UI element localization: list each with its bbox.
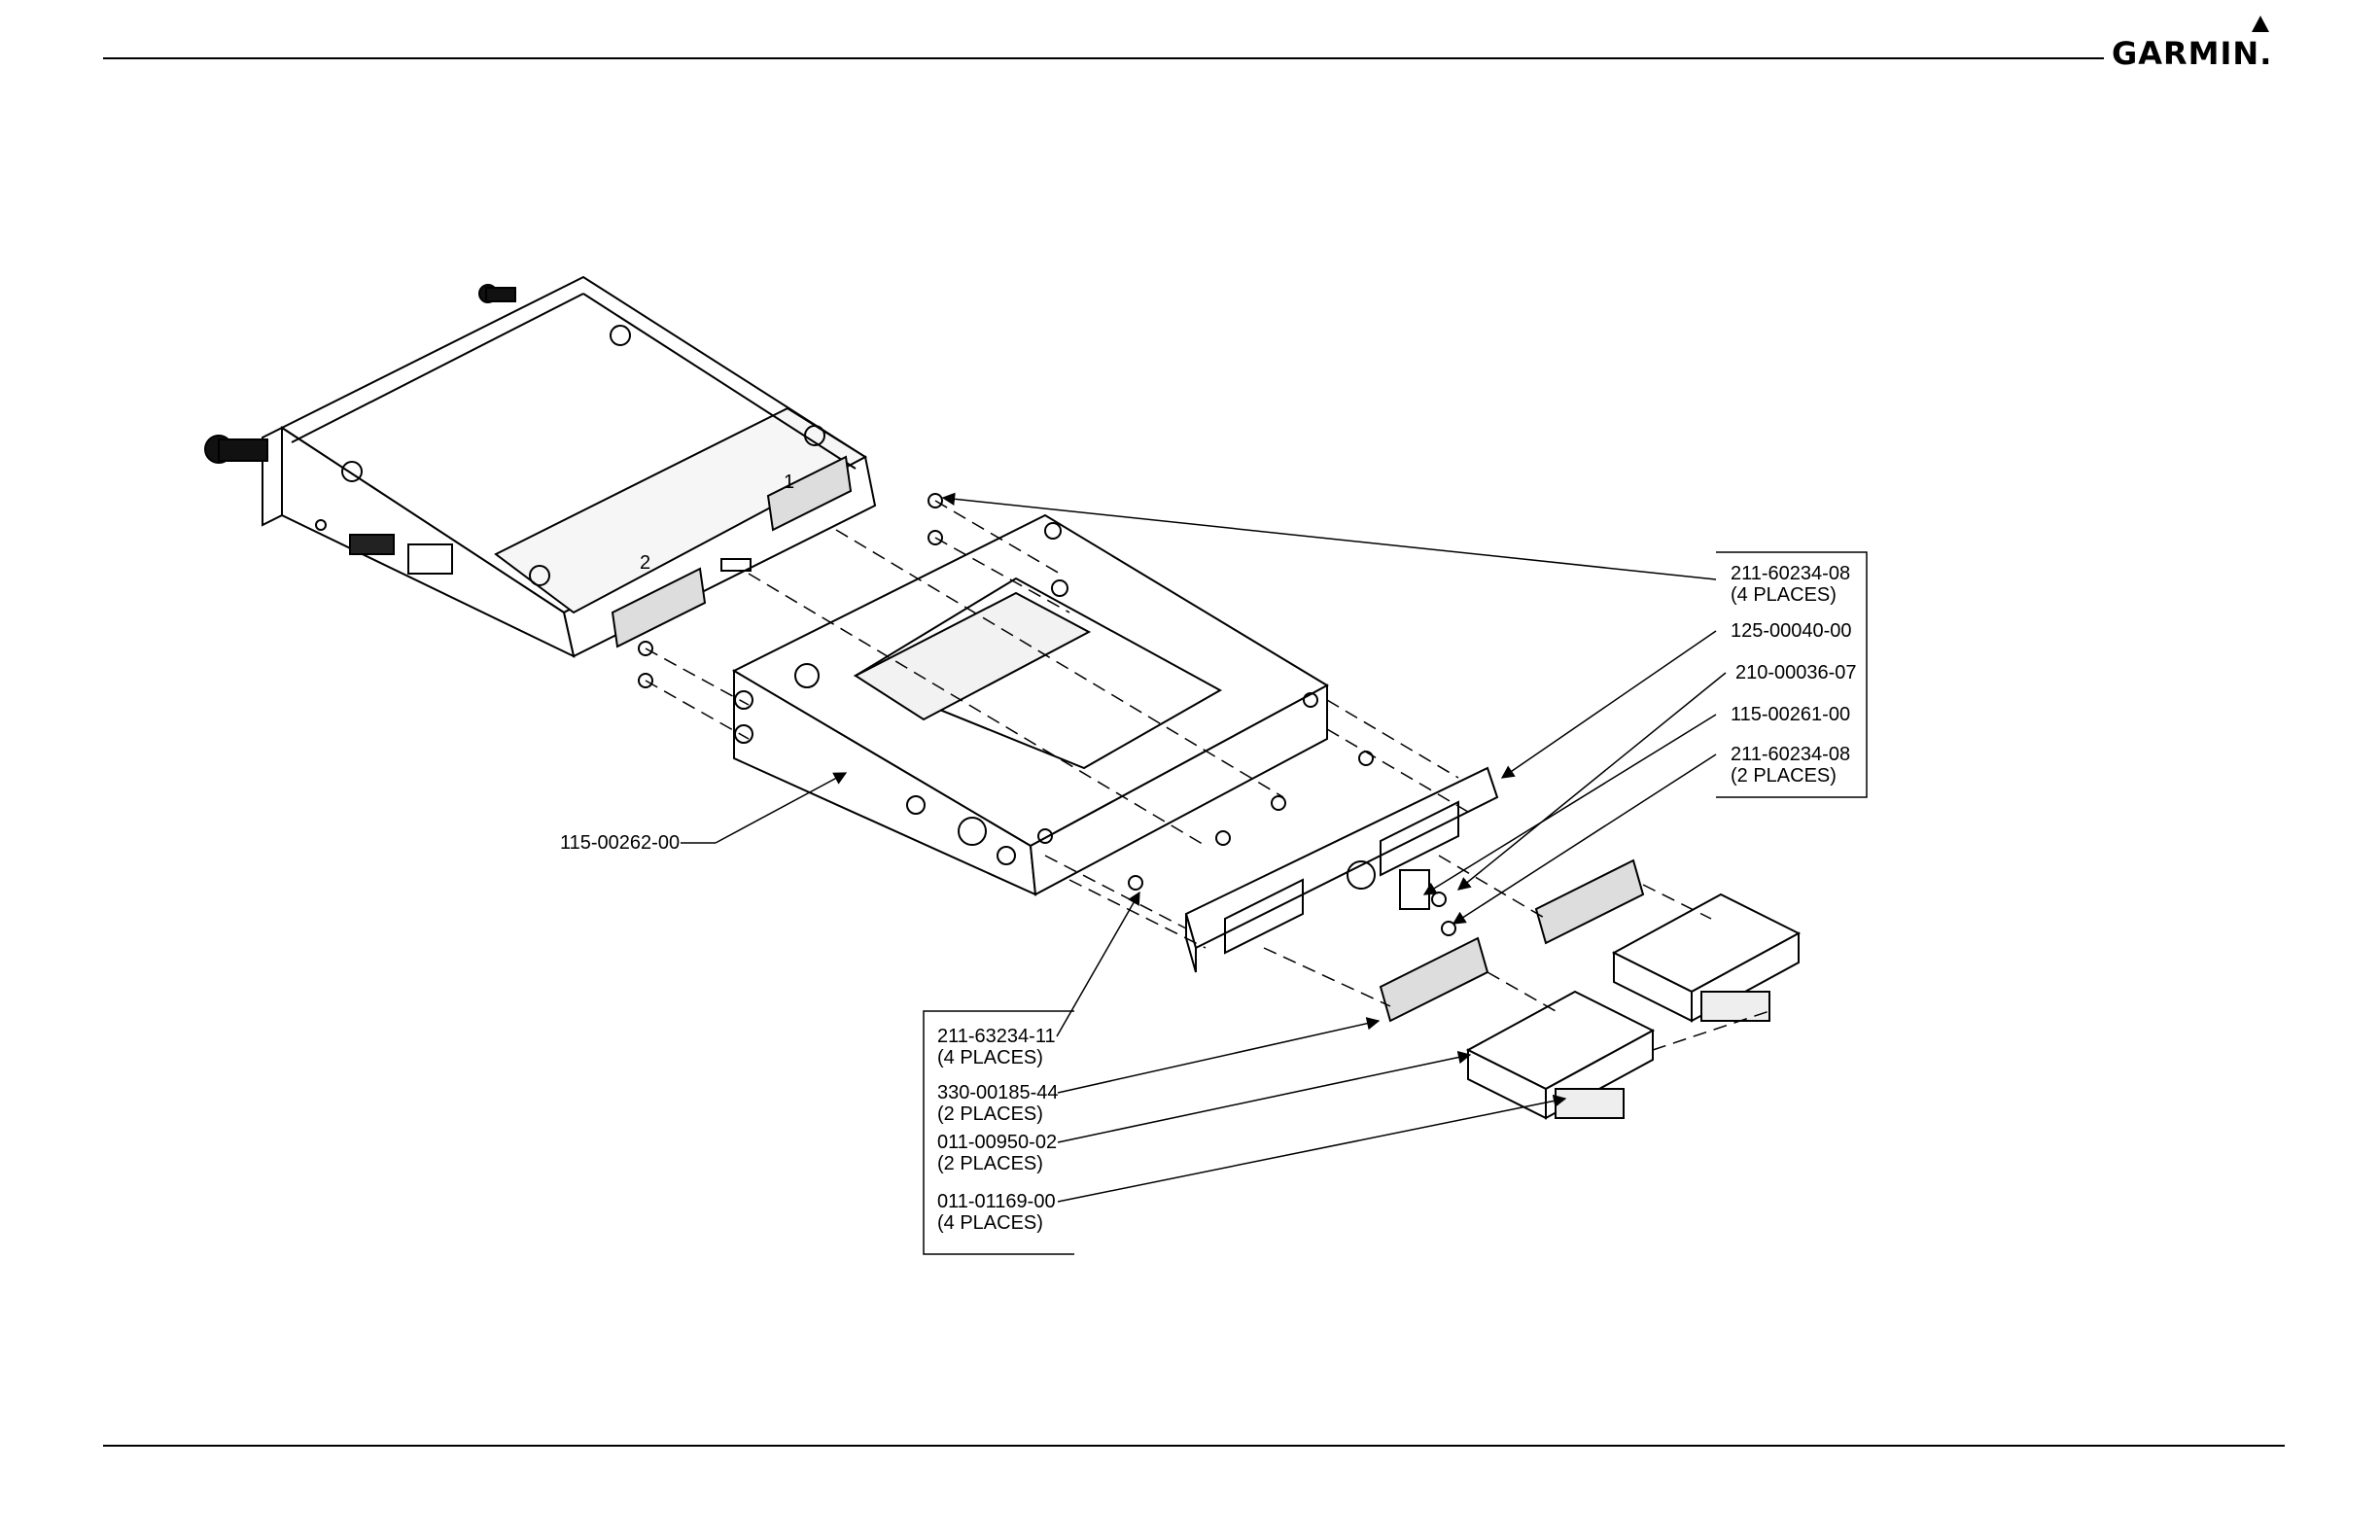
backshell-right <box>1614 894 1799 1021</box>
callout-c6-part: 115-00262-00 <box>560 832 680 854</box>
avionics-unit <box>205 277 875 656</box>
callout-c1-part: 211-60234-08 <box>1731 563 1850 584</box>
callout-c2-part: 125-00040-00 <box>1731 620 1852 642</box>
dsub-connector-left <box>1381 938 1488 1021</box>
callout-c10-qty: (4 PLACES) <box>937 1212 1043 1234</box>
callout-c7-qty: (4 PLACES) <box>937 1047 1043 1068</box>
callout-c3-part: 210-00036-07 <box>1735 662 1857 683</box>
callout-group-lower: 211-63234-11 (4 PLACES) 330-00185-44 (2 … <box>937 1026 1059 1234</box>
mounting-rack <box>734 515 1327 894</box>
callout-c9-qty: (2 PLACES) <box>937 1153 1043 1174</box>
callout-c5-qty: (2 PLACES) <box>1731 765 1837 787</box>
callout-c1-qty: (4 PLACES) <box>1731 584 1837 606</box>
callout-c7-part: 211-63234-11 <box>937 1026 1056 1047</box>
callout-c5-part: 211-60234-08 <box>1731 744 1850 765</box>
connector-backplate <box>1186 768 1497 972</box>
callout-c9-part: 011-00950-02 <box>937 1132 1057 1153</box>
callout-c4-part: 115-00261-00 <box>1731 704 1850 725</box>
callout-group-upper: 211-60234-08 (4 PLACES) 125-00040-00 210… <box>1731 563 1857 787</box>
callout-c8-part: 330-00185-44 <box>937 1082 1059 1103</box>
port-1-label: 1 <box>784 472 794 493</box>
callout-c8-qty: (2 PLACES) <box>937 1103 1043 1125</box>
port-2-label: 2 <box>640 552 650 574</box>
callout-c10-part: 011-01169-00 <box>937 1191 1056 1212</box>
dsub-connector-right <box>1536 860 1643 943</box>
